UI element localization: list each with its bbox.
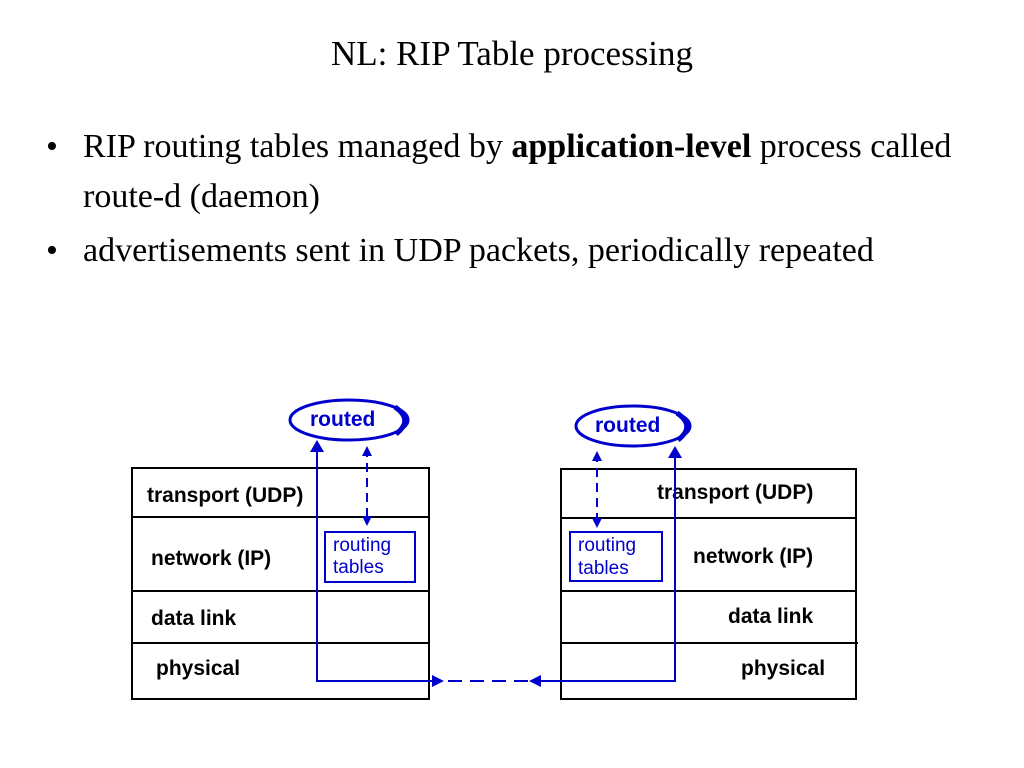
left-transport-label: transport (UDP) [147,484,303,507]
right-data-path [537,452,676,682]
bullet-text: advertisements sent in UDP packets, peri… [83,232,874,269]
left-routed-label: routed [310,408,375,431]
left-stack-box [131,467,430,700]
left-protocol-stack: transport (UDP) network (IP) data link p… [131,398,444,700]
bullet-item-2: • advertisements sent in UDP packets, pe… [46,226,1016,276]
right-physical-label: physical [741,657,825,680]
left-data-path [316,446,434,682]
right-datalink-label: data link [728,605,814,628]
left-physical-label: physical [156,657,240,680]
left-routing-tables-label-1: routing [333,535,391,556]
page-title: NL: RIP Table processing [330,34,694,73]
right-stack-box [560,468,857,700]
bullet-text-post: process called route-d (daemon) [83,128,952,215]
left-routing-tables-label-2: tables [333,557,384,578]
left-routed-ellipse-shadow [393,404,408,436]
left-up-arrowhead [310,440,324,452]
right-routing-tables-label-1: routing [578,535,636,556]
left-routing-tables-box [324,531,416,583]
right-up-arrowhead [668,446,682,458]
bullet-item-1: • RIP routing tables managed by applicat… [46,122,1016,222]
left-routed-ellipse [288,398,410,442]
left-network-label: network (IP) [151,547,271,570]
bullet-text-pre: RIP routing tables managed by [83,128,512,165]
bullet-dot: • [46,232,58,269]
left-right-arrowhead [432,675,444,687]
bullet-list: • RIP routing tables managed by applicat… [46,122,1016,280]
right-left-arrowhead [529,675,541,687]
right-protocol-stack: transport (UDP) network (IP) data link p… [529,404,858,700]
bullet-text-bold: application-level [511,128,752,165]
right-routing-tables-box [569,531,663,582]
right-network-label: network (IP) [693,545,813,568]
left-datalink-label: data link [151,607,237,630]
right-transport-label: transport (UDP) [657,481,813,504]
right-routed-ellipse-shadow [675,410,690,442]
right-routed-label: routed [595,414,660,437]
right-routing-tables-label-2: tables [578,558,629,579]
right-routed-ellipse [574,404,692,448]
bullet-dot: • [46,128,58,165]
